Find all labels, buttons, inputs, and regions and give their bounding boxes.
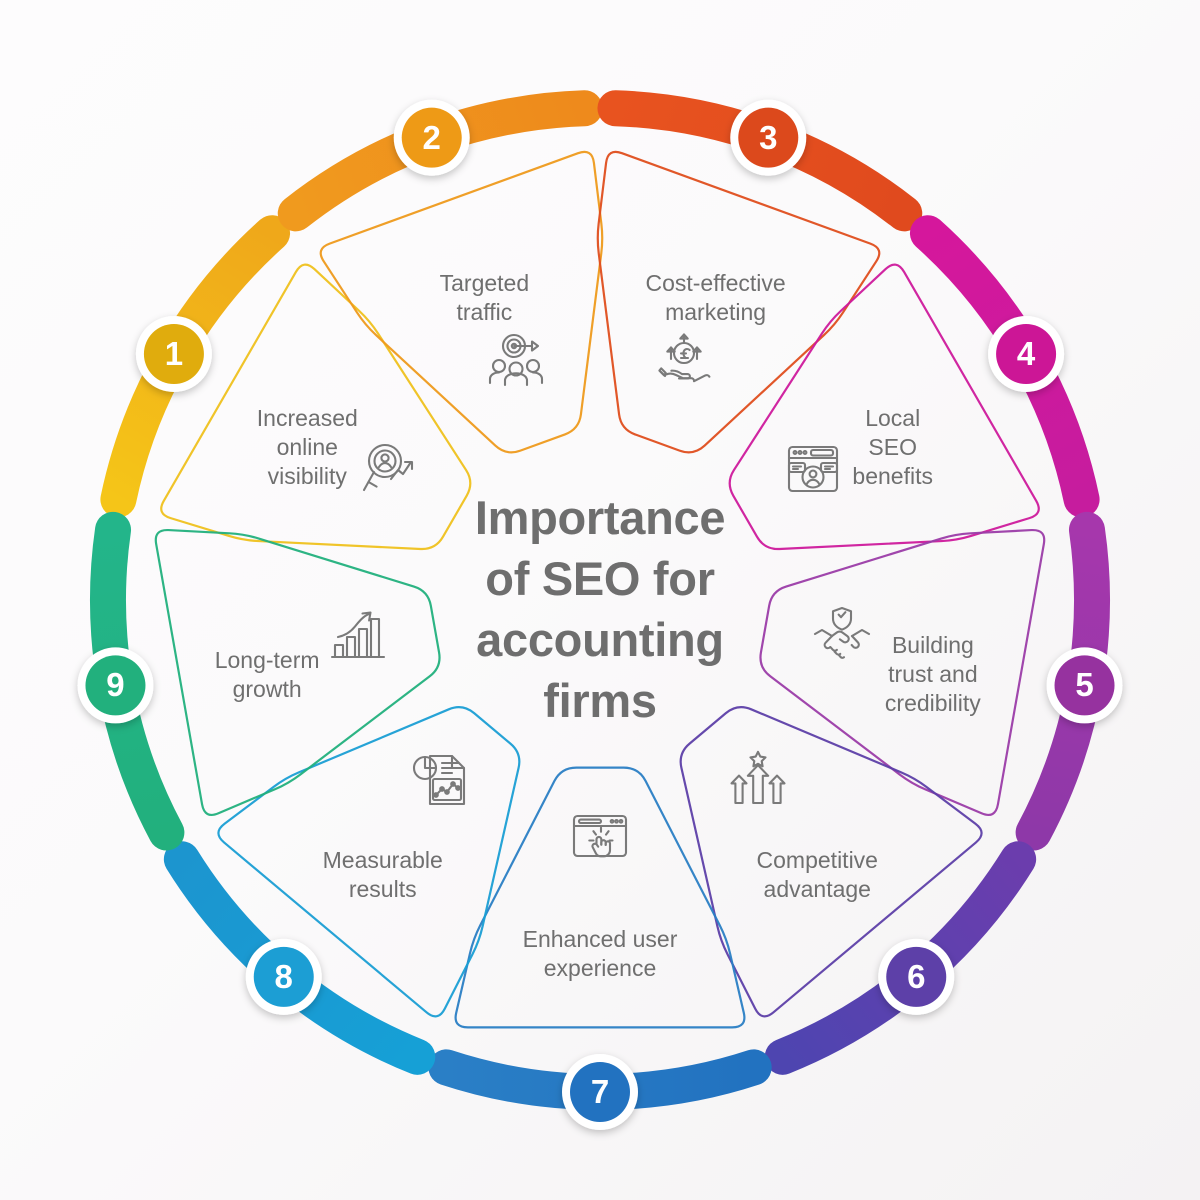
segment-label-7: Enhanced user experience [485,925,715,983]
badge-9[interactable] [77,647,154,724]
badge-7[interactable] [562,1054,638,1130]
segment-label-line: Building [891,632,974,659]
segment-label-line: traffic [456,299,513,326]
title-line-4: firms [543,674,657,727]
target-audience-icon [484,329,548,393]
page-title: Importance of SEO for accounting firms [400,487,800,731]
segment-label-line: Enhanced user [522,926,678,952]
title-line-3: accounting [476,613,724,666]
badge-1[interactable] [135,316,212,392]
handshake-shield-icon [810,603,874,667]
badge-6[interactable] [878,938,955,1015]
local-business-listing-icon [781,437,845,501]
badge-8[interactable] [245,938,322,1015]
segment-label-line: trust and [888,661,978,688]
segment-label-line: marketing [665,299,767,326]
segment-label-line: Measurable [322,846,443,873]
segment-label-line: SEO [868,433,917,460]
segment-label-line: Increased [256,404,358,431]
petal-outline-3[interactable] [596,150,881,454]
petal-outline-4[interactable] [728,263,1040,551]
petal-outline-9[interactable] [154,528,441,817]
three-arrows-star-icon [726,748,790,812]
badge-5[interactable] [1046,647,1123,724]
segment-label-line: Competitive [756,846,878,873]
segment-label-line: Long-term [214,646,320,673]
segment-label-line: benefits [852,462,933,489]
segment-label-line: Cost-effective [645,270,786,297]
badge-circle-layer [77,99,1123,1130]
badge-2[interactable] [393,99,470,176]
segment-label-line: online [276,433,338,460]
petal-outline-8[interactable] [217,706,521,1018]
petal-outline-2[interactable] [319,150,604,454]
segment-label-line: growth [232,675,302,702]
segment-label-line: results [348,875,417,902]
hand-pound-coin-growth-icon [652,329,716,393]
browser-click-cursor-icon [568,806,632,870]
segment-label-line: advantage [763,875,871,902]
title-line-1: Importance [474,491,726,544]
petal-outline-layer [154,150,1046,1029]
petal-outline-7[interactable] [454,766,746,1029]
search-target-arrow-icon [355,437,419,501]
segment-label-line: credibility [884,690,981,717]
badge-3[interactable] [730,99,807,176]
report-chart-document-icon [410,748,474,812]
segment-label-line: visibility [267,462,347,489]
petal-outline-1[interactable] [160,263,472,551]
petal-outline-6[interactable] [679,706,983,1018]
badge-4[interactable] [988,316,1065,392]
segment-label-line: Local [865,404,921,431]
bar-chart-growth-arrow-icon [326,603,390,667]
segment-label-line: Targeted [439,270,530,297]
title-line-2: of SEO for [485,552,715,605]
segment-label-line: experience [543,955,657,981]
petal-outline-5[interactable] [759,528,1046,817]
